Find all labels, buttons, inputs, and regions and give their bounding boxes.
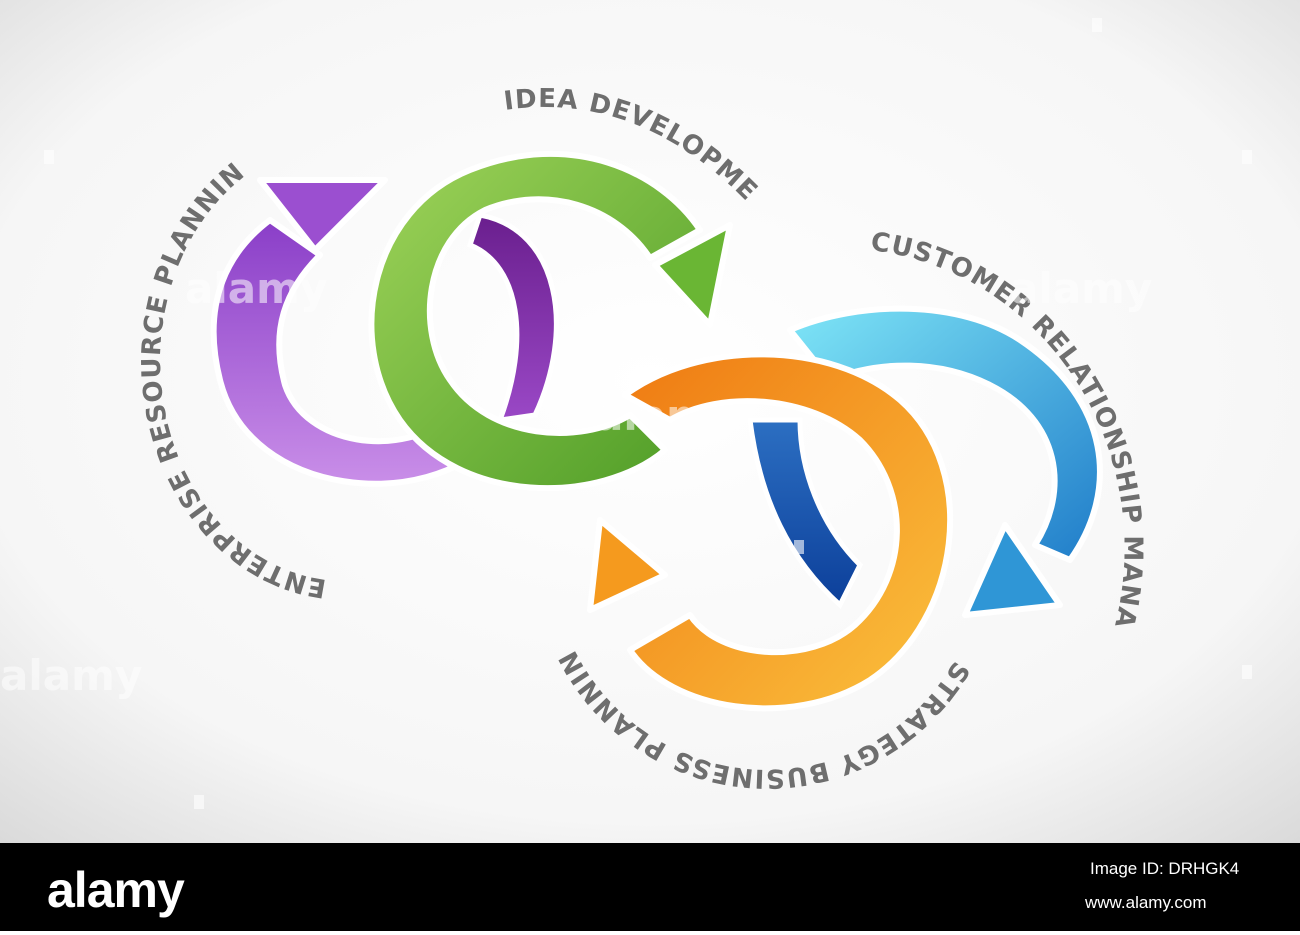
purple-arrow: [210, 177, 493, 487]
watermark-text-2: alamy: [595, 391, 737, 440]
purple-inner-arc: [466, 212, 559, 424]
watermark-mark: [1092, 18, 1102, 32]
site-url: www.alamy.com: [1085, 893, 1207, 912]
blue-inner-arc: [747, 417, 864, 610]
watermark-text-4: alamy: [0, 651, 142, 700]
alamy-logo: alamy: [47, 862, 185, 918]
watermark-mark: [794, 540, 804, 554]
watermark-mark: [44, 150, 54, 164]
orange-arrow: [587, 351, 953, 712]
watermark: alamy alamy alamy alamy: [0, 18, 1252, 809]
image-id: Image ID: DRHGK4: [1090, 859, 1240, 878]
green-arrow: [368, 150, 733, 491]
watermark-mark: [1242, 150, 1252, 164]
blue-arrow: [787, 305, 1103, 618]
watermark-mark: [194, 795, 204, 809]
watermark-mark: [1242, 665, 1252, 679]
watermark-text-3: alamy: [1010, 264, 1152, 313]
watermark-text-1: alamy: [185, 264, 327, 313]
footer-bar: alamy Image ID: DRHGK4 www.alamy.com: [0, 843, 1300, 931]
